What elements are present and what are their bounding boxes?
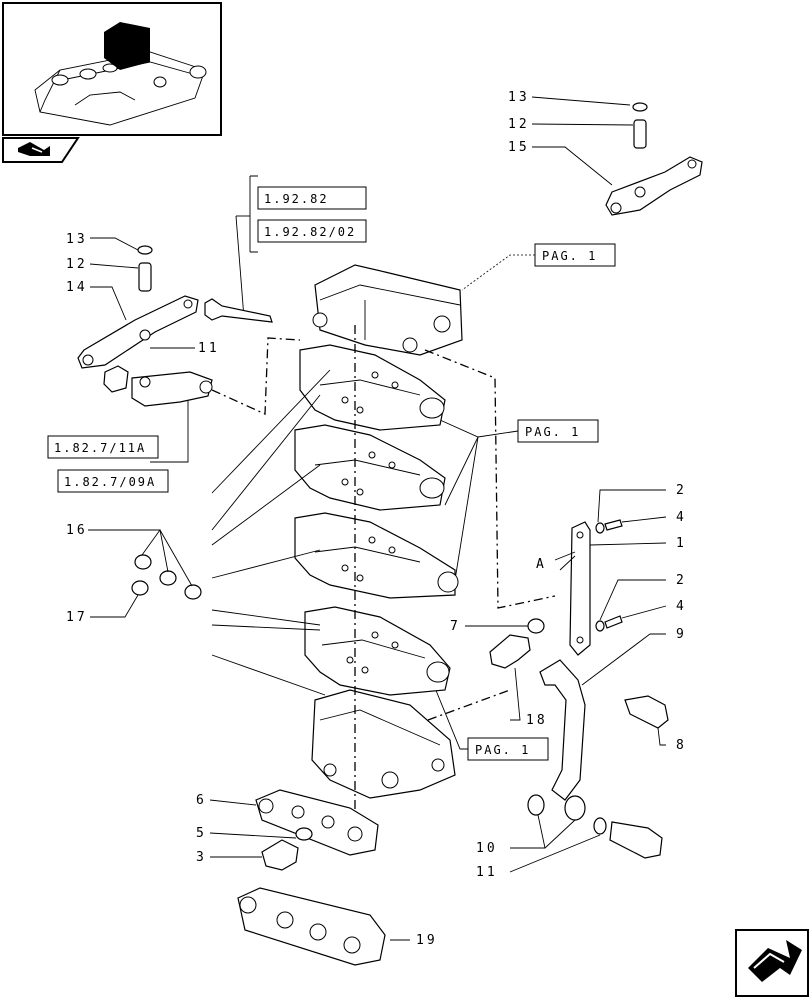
- callout-16: 16: [66, 523, 88, 538]
- o-rings: [131, 554, 202, 600]
- ref-box-1-92-82-02[interactable]: 1.92.82/02: [257, 219, 367, 243]
- svg-text:PAG. 1: PAG. 1: [525, 425, 580, 439]
- callout-4-bottom: 4: [676, 599, 687, 614]
- ref-box-pag1-mid[interactable]: PAG. 1: [517, 419, 599, 443]
- callout-11-left: 11: [198, 341, 220, 356]
- svg-text:PAG. 1: PAG. 1: [475, 743, 530, 757]
- view-label-a: A: [536, 557, 547, 572]
- callout-5: 5: [196, 826, 207, 841]
- lever-assembly-right: [605, 102, 703, 216]
- callout-12-right: 12: [508, 117, 530, 132]
- ref-box-1-82-7-09a[interactable]: 1.82.7/09A: [57, 469, 169, 493]
- callout-15: 15: [508, 140, 530, 155]
- callout-4-top: 4: [676, 510, 687, 525]
- svg-text:1.82.7/11A: 1.82.7/11A: [54, 441, 146, 455]
- svg-text:PAG. 1: PAG. 1: [542, 249, 597, 263]
- callout-8: 8: [676, 738, 687, 753]
- lever-assembly-left: [77, 245, 273, 407]
- callout-11-bottom: 11: [476, 865, 498, 880]
- callout-14: 14: [66, 280, 88, 295]
- callout-2-top: 2: [676, 483, 687, 498]
- control-valve-stack: [294, 264, 463, 810]
- ref-box-1-82-7-11a[interactable]: 1.82.7/11A: [47, 435, 159, 459]
- callout-13-right: 13: [508, 90, 530, 105]
- callout-13-left: 13: [66, 232, 88, 247]
- callout-10: 10: [476, 841, 498, 856]
- svg-text:1.92.82/02: 1.92.82/02: [264, 225, 356, 239]
- manifold-bottom: [237, 789, 386, 966]
- callout-19: 19: [416, 933, 438, 948]
- svg-text:1.82.7/09A: 1.82.7/09A: [64, 475, 156, 489]
- callout-2-bottom: 2: [676, 573, 687, 588]
- ref-box-1-92-82[interactable]: 1.92.82: [257, 186, 367, 210]
- ref-box-pag1-bottom[interactable]: PAG. 1: [467, 737, 549, 761]
- callout-3: 3: [196, 850, 207, 865]
- book-icon[interactable]: [2, 137, 80, 163]
- callout-17: 17: [66, 610, 88, 625]
- callout-18: 18: [526, 713, 548, 728]
- callout-6: 6: [196, 793, 207, 808]
- callout-1: 1: [676, 536, 687, 551]
- callout-12-left: 12: [66, 257, 88, 272]
- svg-text:1.92.82: 1.92.82: [264, 192, 329, 206]
- bracket-and-fittings: [489, 519, 669, 859]
- next-page-arrow-icon[interactable]: [735, 929, 809, 997]
- callout-7: 7: [450, 619, 461, 634]
- callout-9: 9: [676, 627, 687, 642]
- ref-box-pag1-top[interactable]: PAG. 1: [534, 243, 616, 267]
- assembly-thumbnail-icon: [2, 2, 222, 136]
